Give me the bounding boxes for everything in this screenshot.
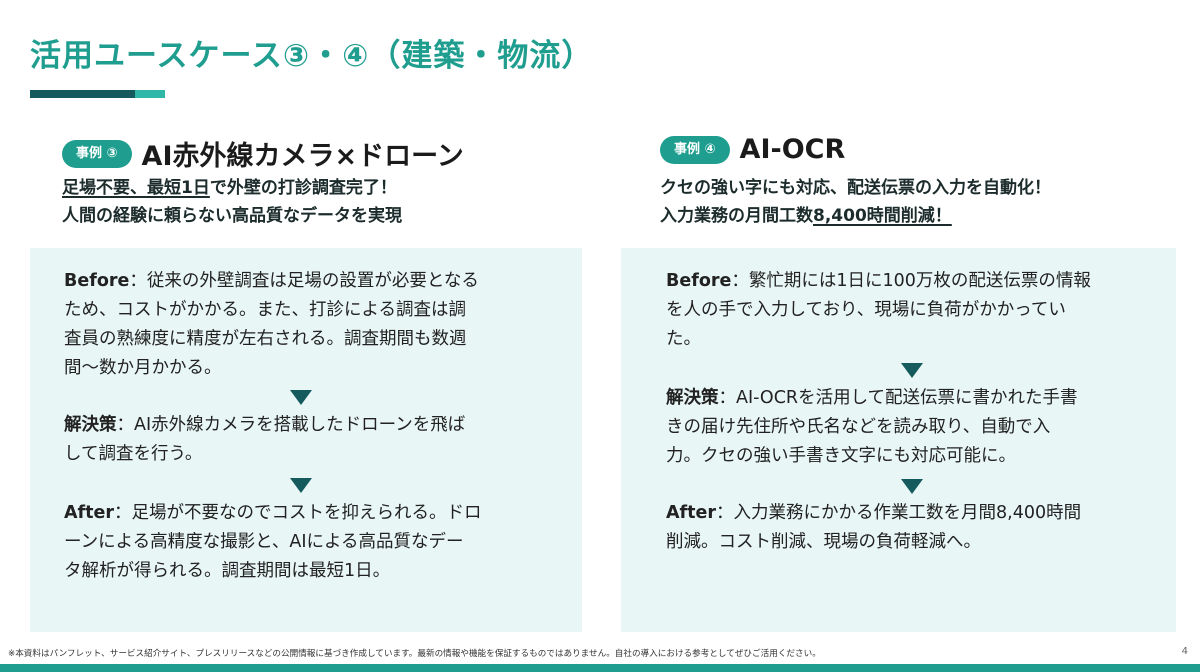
case3-before: Before：従来の外壁調査は足場の設置が必要となる ため、コストがかかる。また… — [64, 267, 479, 383]
case4-badge: 事例 ④ — [660, 135, 730, 164]
case3-before-line: 査員の熟練度に精度が左右される。調査期間も数週 — [64, 329, 467, 349]
case4-after-label: After — [666, 503, 717, 523]
case3-header: 事例 ③ AI赤外線カメラ×ドローン — [62, 134, 464, 173]
case4-before-line: た。 — [666, 329, 701, 349]
case3-before-line: Before：従来の外壁調査は足場の設置が必要となる — [64, 271, 479, 291]
case3-arrow-down-icon — [290, 390, 312, 405]
case3-subtitle-rest: で外壁の打診調査完了！ — [209, 178, 397, 198]
case3-before-line: 間〜数か月かかる。 — [64, 358, 222, 378]
case4-solution-label: 解決策 — [666, 388, 719, 408]
case3-after-line: ーンによる高精度な撮影と、AIによる高品質なデー — [64, 532, 464, 552]
case4-header: 事例 ④ AI-OCR — [660, 134, 845, 165]
case4-panel — [621, 248, 1176, 632]
case4-arrow-down-icon — [901, 363, 923, 378]
case3-solution-line: 解決策：AI赤外線カメラを搭載したドローンを飛ば — [64, 415, 466, 435]
case4-subtitle-line1: クセの強い字にも対応、配送伝票の入力を自動化！ — [660, 178, 1051, 198]
case4-solution-line: 解決策：AI-OCRを活用して配送伝票に書かれた手書 — [666, 388, 1078, 408]
case3-panel — [30, 248, 582, 632]
case3-subtitle: 足場不要、最短1日で外壁の打診調査完了！ 人間の経験に頼らない高品質なデータを実… — [62, 174, 402, 230]
case3-before-line: ため、コストがかかる。また、打診による調査は調 — [64, 300, 466, 320]
case4-after-line: 削減。コスト削減、現場の負荷軽減へ。 — [666, 532, 981, 552]
case3-after-label: After — [64, 503, 115, 523]
title-underline-light — [135, 90, 165, 98]
case3-after: After：足場が不要なのでコストを抑えられる。ドロ ーンによる高精度な撮影と、… — [64, 499, 482, 586]
case4-solution-line: 力。クセの強い手書き文字にも対応可能に。 — [666, 446, 1016, 466]
case4-before: Before：繁忙期には1日に100万枚の配送伝票の情報 を人の手で入力しており… — [666, 267, 1091, 354]
case3-subtitle-line1: 足場不要、最短1日で外壁の打診調査完了！ — [62, 174, 402, 202]
case4-subtitle-highlight: 8,400時間削減！ — [813, 206, 952, 226]
case3-title: AI赤外線カメラ×ドローン — [141, 141, 464, 172]
page-number: 4 — [1181, 646, 1188, 657]
case3-after-line: After：足場が不要なのでコストを抑えられる。ドロ — [64, 503, 482, 523]
case4-arrow-down-icon — [901, 479, 923, 494]
case3-solution-label: 解決策 — [64, 415, 117, 435]
case4-subtitle-plain: 入力業務の月間工数 — [660, 206, 813, 226]
case4-solution-line: きの届け先住所や氏名などを読み取り、自動で入 — [666, 417, 1051, 437]
case4-subtitle: クセの強い字にも対応、配送伝票の入力を自動化！ 入力業務の月間工数8,400時間… — [660, 174, 1051, 230]
case3-arrow-down-icon — [290, 478, 312, 493]
case4-before-line: を人の手で入力しており、現場に負荷がかかってい — [666, 300, 1066, 320]
case4-after: After：入力業務にかかる作業工数を月間8,400時間 削減。コスト削減、現場… — [666, 499, 1081, 557]
footnote: ※本資料はパンフレット、サービス紹介サイト、プレスリリースなどの公開情報に基づき… — [8, 649, 821, 659]
case4-before-line: Before：繁忙期には1日に100万枚の配送伝票の情報 — [666, 271, 1091, 291]
case4-title: AI-OCR — [739, 134, 846, 165]
case3-subtitle-highlight: 足場不要、最短1日 — [62, 178, 210, 198]
case3-before-label: Before — [64, 271, 130, 291]
case4-subtitle-line2: 入力業務の月間工数8,400時間削減！ — [660, 202, 1051, 230]
case4-after-line: After：入力業務にかかる作業工数を月間8,400時間 — [666, 503, 1082, 523]
case3-subtitle-line2: 人間の経験に頼らない高品質なデータを実現 — [62, 206, 402, 226]
case3-after-line: タ解析が得られる。調査期間は最短1日。 — [64, 561, 391, 581]
case3-badge: 事例 ③ — [62, 139, 132, 168]
case4-solution: 解決策：AI-OCRを活用して配送伝票に書かれた手書 きの届け先住所や氏名などを… — [666, 384, 1078, 471]
case4-before-label: Before — [666, 271, 732, 291]
page-title: 活用ユースケース③・④（建築・物流） — [30, 38, 594, 74]
bottom-accent-bar — [0, 664, 1200, 672]
title-underline-dark — [30, 90, 135, 98]
case3-solution-line: して調査を行う。 — [64, 444, 203, 464]
case3-solution: 解決策：AI赤外線カメラを搭載したドローンを飛ば して調査を行う。 — [64, 411, 465, 469]
